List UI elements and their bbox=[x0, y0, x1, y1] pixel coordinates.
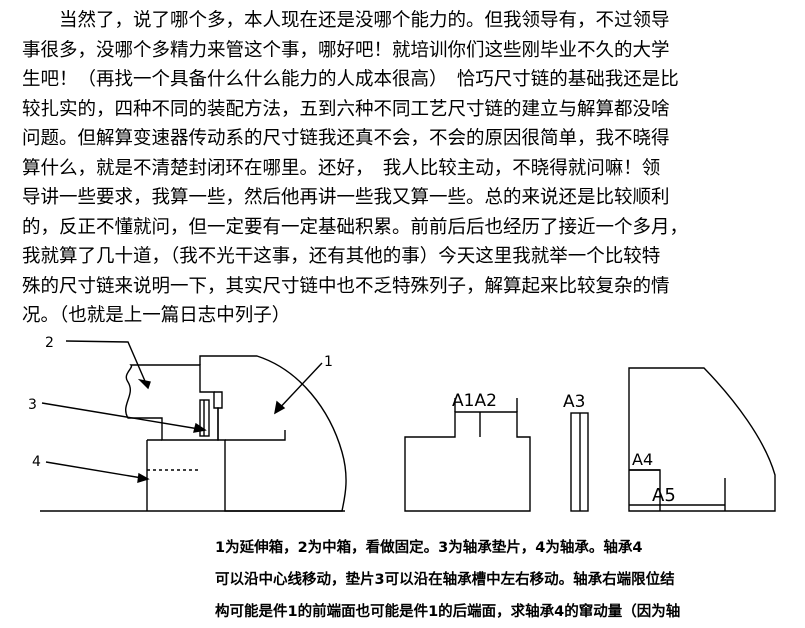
arrowhead bbox=[137, 472, 150, 483]
dimension-sketch-a4a5 bbox=[628, 367, 776, 512]
stepped-profile bbox=[404, 411, 531, 512]
caption-line: 可以沿中心线移动，垫片3可以沿在轴承槽中左右移动。轴承右端限位结 bbox=[215, 572, 675, 588]
arrowhead bbox=[274, 400, 286, 415]
article-paragraph: 当然了，说了哪个多，本人现在还是没哪个能力的。但我领导有，不过领导 事很多，没哪… bbox=[22, 6, 782, 331]
caption-line: 1为延伸箱，2为中箱，看做固定。3为轴承垫片，4为轴承。轴承4 bbox=[215, 540, 643, 556]
label-part-4: 4 bbox=[32, 454, 41, 470]
paragraph-line: 算什么，就是不清楚封闭环在哪里。还好， 我人比较主动，不晓得就问嘛！领 bbox=[22, 157, 661, 179]
paragraph-line: 问题。但解算变速器传动系的尺寸链我还真不会，不会的原因很简单，我不晓得 bbox=[22, 128, 670, 149]
label-part-3: 3 bbox=[28, 397, 37, 413]
part-4-outline bbox=[40, 439, 345, 512]
label-part-1: 1 bbox=[324, 354, 333, 370]
dimension-label-a3: A3 bbox=[563, 392, 585, 412]
leader-part-1 bbox=[274, 362, 323, 414]
dimension-sketch-a1a2 bbox=[404, 398, 531, 512]
leader-part-3 bbox=[41, 402, 206, 431]
paragraph-line: 殊的尺寸链来说明一下，其实尺寸链中也不乏特殊列子，解算起来比较复杂的情 bbox=[22, 275, 670, 297]
dimension-label-a4: A4 bbox=[632, 450, 653, 469]
paragraph-line: 况。（也就是上一篇日志中列子） bbox=[22, 305, 291, 326]
dimension-label-a1a2: A1A2 bbox=[452, 391, 497, 411]
leader-part-4 bbox=[45, 461, 149, 480]
assembly-drawing: 2 1 3 4 A1A2 A3 A4 A5 bbox=[28, 335, 776, 512]
paragraph-line: 导讲一些要求，我算一些，然后他再讲一些我又算一些。总的来说还是比较顺利 bbox=[22, 187, 670, 208]
paragraph-line: 事很多，没哪个多精力来管这个事，哪好吧！就培训你们这些刚毕业不久的大学 bbox=[22, 39, 670, 61]
assembly-view bbox=[40, 340, 347, 512]
case-profile bbox=[628, 367, 776, 512]
label-part-2: 2 bbox=[45, 335, 54, 351]
paragraph-line: 的，反正不懂就问，但一定要有一定基础积累。前前后后也经历了接近一个多月， bbox=[22, 216, 689, 238]
arrowhead bbox=[193, 422, 207, 433]
arrowhead bbox=[137, 378, 151, 390]
paragraph-line: 我就算了几十道，（我不光干这事，还有其他的事）今天这里我就举一个比较特 bbox=[22, 246, 661, 267]
dimension-sketch-a3 bbox=[570, 412, 589, 512]
paragraph-line: 生吧！（再找一个具备什么什么能力的人成本很高） 恰巧尺寸链的基础我还是比 bbox=[22, 69, 679, 90]
paragraph-line: 较扎实的，四种不同的装配方法，五到六种不同工艺尺寸链的建立与解算都没啥 bbox=[22, 98, 670, 120]
dimension-label-a5: A5 bbox=[652, 485, 676, 506]
paragraph-line: 当然了，说了哪个多，本人现在还是没哪个能力的。但我领导有，不过领导 bbox=[22, 10, 670, 31]
caption-line: 构可能是件1的前端面也可能是件1的后端面，求轴承4的窜动量（因为轴 bbox=[215, 604, 681, 620]
part-1-outline bbox=[199, 355, 347, 512]
figure-caption: 1为延伸箱，2为中箱，看做固定。3为轴承垫片，4为轴承。轴承4 可以沿中心线移动… bbox=[215, 532, 805, 628]
part-1-shoulder bbox=[225, 430, 286, 441]
leader-part-2 bbox=[65, 340, 149, 389]
